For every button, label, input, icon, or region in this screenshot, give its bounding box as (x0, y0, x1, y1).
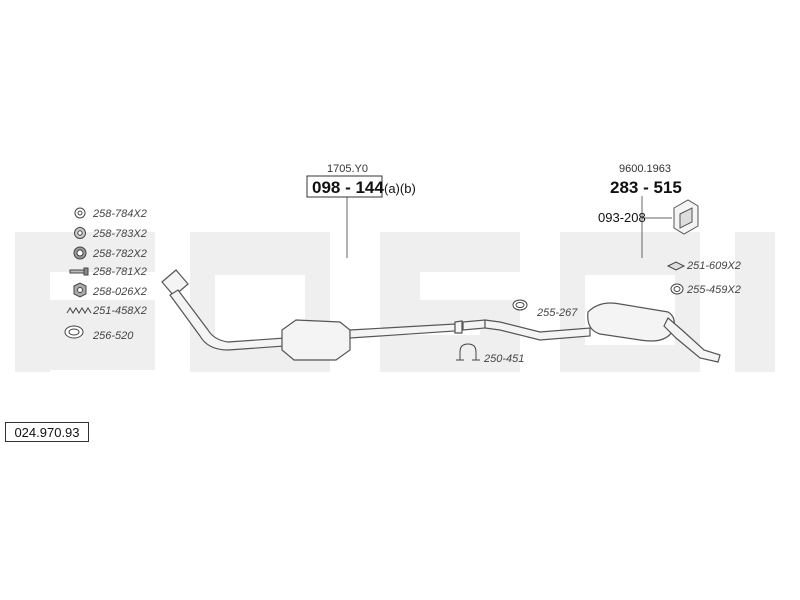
rubber-mount-icon (673, 199, 699, 235)
fitting-code: 258-781X2 (92, 266, 147, 278)
front-part-number[interactable]: 098 - 144 (312, 178, 384, 197)
catalytic-converter-icon (281, 319, 351, 361)
fitting-code: 251-458X2 (92, 305, 147, 317)
fitting-code: 258-784X2 (92, 208, 147, 220)
fitting-code: 256-520 (92, 330, 134, 342)
rear-pipe-assembly (462, 302, 721, 363)
fittings-center (456, 299, 528, 361)
tail-pipe (663, 317, 721, 363)
bolt-icon (69, 267, 89, 276)
watermark-logo (15, 232, 775, 372)
fitting-code: 255-267 (536, 307, 578, 319)
fitting-code: 258-026X2 (92, 286, 147, 298)
flange (161, 269, 189, 297)
clamp-ring-icon (512, 299, 528, 311)
rear-pipe (484, 319, 591, 341)
fitting-code: 251-609X2 (686, 260, 741, 272)
front-reference: 1705.Y0 (327, 163, 368, 175)
washer-icon (73, 246, 87, 260)
front-part-suffix: (a)(b) (384, 181, 416, 196)
fitting-code: 255-459X2 (686, 284, 741, 296)
rear-part-number[interactable]: 283 - 515 (610, 178, 682, 197)
front-pipe-assembly (161, 269, 463, 361)
fittings-right (666, 261, 686, 295)
spring-icon (66, 307, 92, 314)
fitting-code: 250-451 (483, 353, 524, 365)
gasket-ring-icon (64, 325, 84, 339)
rubber-ring-icon (670, 283, 684, 295)
leader-lines (346, 196, 672, 258)
u-bolt-icon (456, 343, 480, 361)
washer-icon (74, 227, 86, 239)
front-part-box (306, 175, 383, 198)
rear-reference: 9600.1963 (619, 163, 671, 175)
mount-part-number[interactable]: 093-208 (598, 210, 646, 225)
rear-connector (462, 319, 486, 331)
catalog-number: 024.970.93 (5, 422, 89, 442)
washer-icon (74, 207, 86, 219)
fitting-code: 258-783X2 (92, 228, 147, 240)
bolt-icon (666, 261, 686, 271)
fitting-code: 258-782X2 (92, 248, 147, 260)
fittings-left (64, 207, 92, 339)
nut-icon (73, 282, 87, 298)
